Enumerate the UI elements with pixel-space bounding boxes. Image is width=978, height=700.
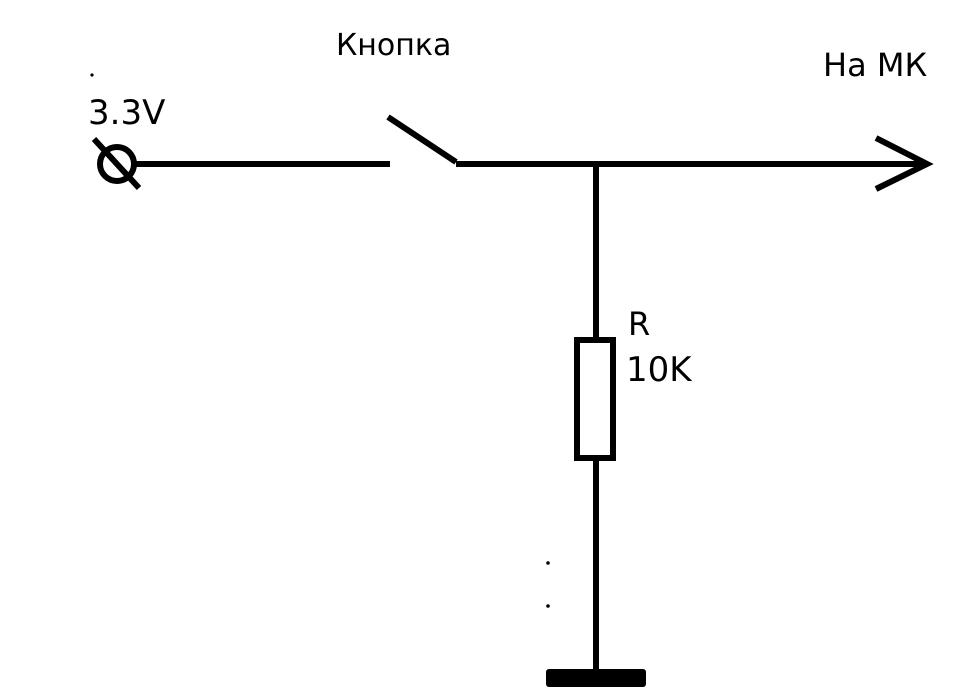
dot-marker xyxy=(546,604,550,608)
output-arrow xyxy=(874,135,934,192)
switch-blade xyxy=(386,114,458,165)
supply-terminal-slash xyxy=(91,136,142,191)
dot-marker xyxy=(90,73,94,77)
ground-symbol xyxy=(546,669,646,687)
button-label: Кнопка xyxy=(336,28,451,63)
resistor-value-label: 10K xyxy=(626,350,693,390)
output-label: На МК xyxy=(823,46,927,84)
resistor-body xyxy=(574,337,616,461)
dot-marker xyxy=(546,561,550,565)
supply-voltage-label: 3.3V xyxy=(88,93,165,133)
resistor-name-label: R xyxy=(628,305,650,343)
